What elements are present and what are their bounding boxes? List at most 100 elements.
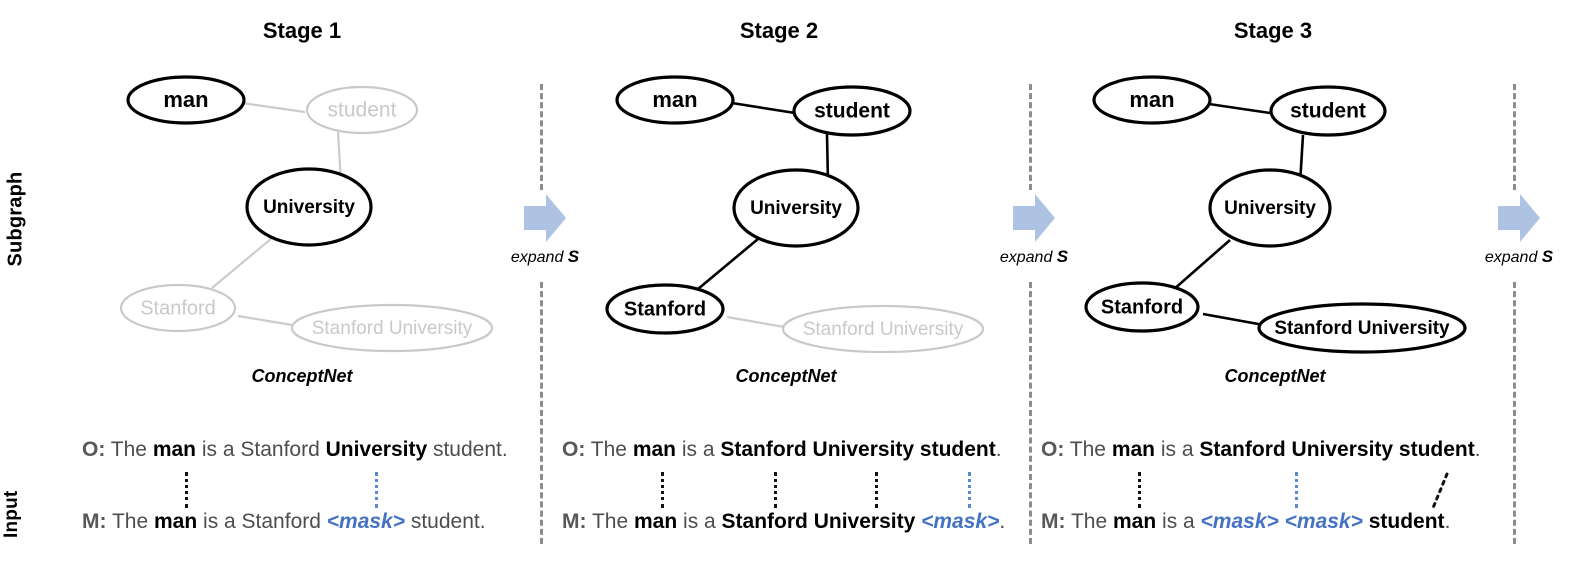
sentence-connector-1 [661,472,664,508]
original-sentence-line: O: The man is a Stanford University stud… [1041,438,1481,472]
input-panel-stage-2: O: The man is a Stanford University stud… [562,438,1005,544]
sentence-connector-2 [1295,472,1298,508]
node-university[interactable]: University [1208,168,1332,248]
stage-title-1: Stage 1 [262,18,342,43]
node-university[interactable]: University [245,167,373,247]
original-tokens: The man is a Stanford University student… [111,438,508,461]
node-stanford-university[interactable]: Stanford University [781,304,985,354]
transition-label-2: expand S [969,247,1099,267]
node-man[interactable]: man [615,75,735,125]
node-stanford[interactable]: Stanford [119,283,237,333]
token-bold-1: man [1111,438,1156,461]
token-mask-3: <mask> [1200,510,1279,533]
node-ellipse-stanford-university[interactable] [781,304,985,354]
sentence-connector-1 [185,472,188,508]
expand-arrow-icon [1498,194,1540,242]
node-ellipse-man[interactable] [615,75,735,125]
token-bold-1: man [152,438,197,461]
node-ellipse-university[interactable] [245,167,373,247]
row-label-subgraph-text: Subgraph [4,171,27,267]
transition-label-symbol: S [1056,247,1069,266]
original-sentence-line: O: The man is a Stanford University stud… [562,438,1005,472]
token-plain-2: is a [676,438,721,461]
token-plain-0: The [590,438,633,461]
node-ellipse-man[interactable] [126,75,246,125]
node-student[interactable]: student [792,85,912,137]
token-bold-1: man [1113,510,1157,533]
edge-man-student [731,101,796,115]
token-bold-1: man [632,438,677,461]
token-mask-3: <mask> [326,510,406,533]
stage-separator-2-top [1029,84,1032,190]
node-label-university: University [750,198,842,219]
connector-layer [562,472,1082,512]
edge-university-stanford [211,237,273,289]
node-ellipse-student[interactable] [1269,85,1387,137]
node-ellipse-stanford[interactable] [605,283,725,335]
token-plain-4: student. [405,510,486,533]
expand-arrow-icon [1013,194,1055,242]
token-plain-2: is a [1155,438,1200,461]
node-label-stanford: Stanford [1101,296,1183,318]
token-bold-3: Stanford University student [1199,438,1475,461]
masked-prefix: M: [562,510,587,533]
connector-layer [82,472,602,512]
node-ellipse-student[interactable] [305,85,419,135]
transition-label-prefix: expand [510,249,568,266]
token-plain-7: . [1444,510,1451,533]
input-panel-stage-3: O: The man is a Stanford University stud… [1041,438,1481,544]
node-label-stanford: Stanford [140,297,216,319]
sentence-connector-2 [375,472,378,508]
token-plain-0: The [110,438,153,461]
node-ellipse-man[interactable] [1092,75,1212,125]
node-ellipse-stanford[interactable] [1084,281,1200,333]
connector-layer [1041,472,1561,512]
masked-tokens: The man is a Stanford University <mask>. [592,510,1005,533]
subgraph-stage-2: man student University Stanford Stanford… [605,75,985,354]
node-label-student: student [1290,100,1366,123]
masked-sentence-line: M: The man is a <mask> <mask> student. [1041,510,1481,544]
token-plain-4: student. [427,438,508,461]
row-label-input: Input [0,487,52,538]
sentence-connector-4 [968,472,971,508]
node-man[interactable]: man [126,75,246,125]
edge-man-student [1208,102,1271,115]
node-stanford[interactable]: Stanford [1084,281,1200,333]
masked-sentence-line: M: The man is a Stanford University <mas… [562,510,1005,544]
transition-label-symbol: S [567,247,580,266]
node-ellipse-student[interactable] [792,85,912,137]
node-student[interactable]: student [305,85,419,135]
node-ellipse-stanford[interactable] [119,283,237,333]
node-stanford-university[interactable]: Stanford University [1257,302,1467,354]
node-university[interactable]: University [732,168,860,248]
stage-separator-3-top [1513,84,1516,190]
node-stanford-university[interactable]: Stanford University [290,303,494,353]
masked-tokens: The man is a <mask> <mask> student. [1071,510,1450,533]
graph-caption-stage-2: ConceptNet [735,366,837,386]
token-bold-1: man [154,510,198,533]
node-ellipse-university[interactable] [732,168,860,248]
sentence-connector-2 [774,472,777,508]
node-ellipse-university[interactable] [1208,168,1332,248]
node-man[interactable]: man [1092,75,1212,125]
node-ellipse-stanford-university[interactable] [1257,302,1467,354]
stage-title-2: Stage 2 [739,18,819,43]
node-label-man: man [652,87,697,112]
masked-sentence-line: M: The man is a Stanford <mask> student. [82,510,508,544]
token-plain-4: . [1474,438,1481,461]
graph-caption-stage-3: ConceptNet [1224,366,1326,386]
node-stanford[interactable]: Stanford [605,283,725,335]
row-label-subgraph: Subgraph [0,172,66,267]
node-label-stanford-university: Stanford University [1274,318,1450,339]
transition-label-prefix: expand [999,249,1057,266]
masked-prefix: M: [82,510,107,533]
node-student[interactable]: student [1269,85,1387,137]
token-plain-0: The [591,510,634,533]
stage-title-3: Stage 3 [1233,18,1313,43]
node-ellipse-stanford-university[interactable] [290,303,494,353]
token-plain-0: The [111,510,154,533]
original-prefix: O: [1041,438,1065,461]
original-sentence-line: O: The man is a Stanford University stud… [82,438,508,472]
node-label-stanford-university: Stanford University [803,319,964,340]
